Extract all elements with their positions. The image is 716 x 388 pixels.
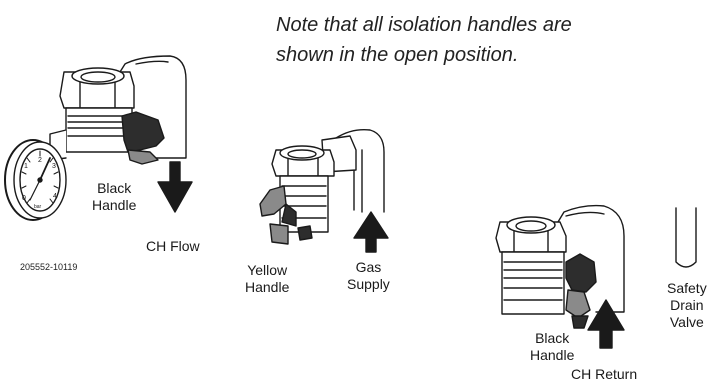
safety-drain-pipe xyxy=(675,207,697,268)
ch-return-label: CH Return xyxy=(571,366,638,382)
black-handle-label-top-line1: Black xyxy=(97,180,132,196)
gas-supply-label-line2: Supply xyxy=(347,276,390,292)
svg-text:0: 0 xyxy=(22,195,26,202)
safety-drain-valve-label-line2: Drain xyxy=(670,297,704,313)
note-text: Note that all isolation handles are show… xyxy=(276,10,572,70)
safety-drain-valve-label-line1: Safety xyxy=(667,280,707,296)
safety-drain-valve-label: Safety Drain Valve xyxy=(667,280,707,331)
gas-supply-arrow xyxy=(353,211,389,253)
ch-flow-valve: 2 1 3 0 4 bar xyxy=(4,55,187,221)
ch-return-valve xyxy=(495,204,625,329)
black-handle-label-bottom: Black Handle xyxy=(530,330,574,364)
black-handle-label-bottom-line2: Handle xyxy=(530,347,575,363)
gas-valve xyxy=(259,128,385,245)
note-line-1: Note that all isolation handles are xyxy=(276,14,572,36)
black-handle-label-top-line2: Handle xyxy=(92,197,137,213)
svg-text:3: 3 xyxy=(52,163,56,170)
svg-text:1: 1 xyxy=(24,163,28,170)
reference-code: 205552-10119 xyxy=(20,262,78,272)
note-line-2: shown in the open position. xyxy=(276,44,519,66)
ch-flow-arrow xyxy=(157,161,193,213)
ch-flow-label: CH Flow xyxy=(146,238,200,254)
ch-return-arrow xyxy=(587,299,625,349)
gas-supply-label: Gas Supply xyxy=(347,259,390,293)
svg-text:4: 4 xyxy=(53,193,57,200)
yellow-handle-label: Yellow Handle xyxy=(245,262,289,296)
yellow-handle-label-line1: Yellow xyxy=(247,262,288,278)
svg-text:2: 2 xyxy=(38,157,42,164)
black-handle-label-bottom-line1: Black xyxy=(535,330,570,346)
gas-supply-label-line1: Gas xyxy=(355,259,382,275)
safety-drain-valve-label-line3: Valve xyxy=(669,314,704,330)
svg-text:bar: bar xyxy=(34,204,42,210)
yellow-handle-label-line2: Handle xyxy=(245,279,290,295)
black-handle-label-top: Black Handle xyxy=(92,180,136,214)
